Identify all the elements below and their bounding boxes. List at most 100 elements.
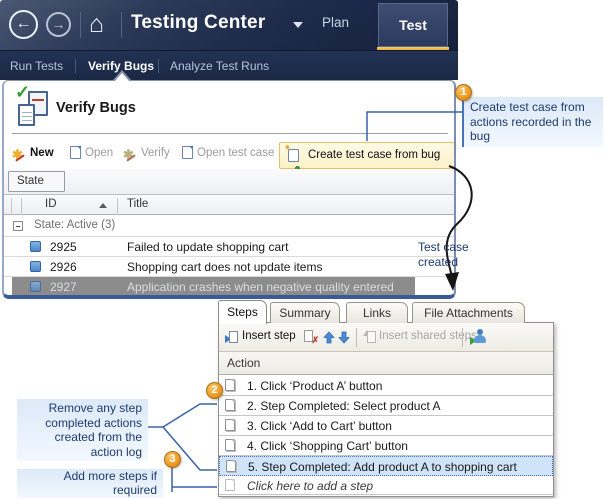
callout2-bracket-lines <box>148 403 217 471</box>
tab-test[interactable]: Test <box>378 3 448 47</box>
open-test-case-button[interactable]: Open test case <box>197 147 275 159</box>
bug-title: Shopping cart does not update items <box>127 260 323 274</box>
group-row-state-active[interactable]: State: Active (3) <box>4 216 454 236</box>
icon-part <box>225 335 231 343</box>
subnav-separator <box>158 59 159 73</box>
bug-row-2926[interactable]: 2926 Shopping cart does not update items <box>4 256 454 276</box>
icon-part <box>474 335 486 343</box>
panel-pointer-notch-fill <box>115 73 129 81</box>
tab-file-attachments[interactable]: File Attachments <box>412 302 525 323</box>
panel-title: Verify Bugs <box>56 100 136 116</box>
step-icon <box>225 379 235 391</box>
step-icon <box>225 439 235 451</box>
bug-work-item-icon <box>30 241 41 252</box>
group-by-strip <box>4 169 454 194</box>
open-button[interactable]: Open <box>85 147 114 159</box>
add-step-text: Click here to add a step <box>247 479 374 493</box>
tab-plan[interactable]: Plan <box>322 15 350 30</box>
sort-ascending-icon[interactable] <box>99 203 107 208</box>
collapse-minus-icon[interactable] <box>13 221 23 231</box>
top-navbar: ← → ⌂ Testing Center Plan Test <box>0 0 458 51</box>
step-row-2[interactable]: 2. Step Completed: Select product A <box>219 396 553 416</box>
subnav-item-analyze-test-runs[interactable]: Analyze Test Runs <box>170 59 270 73</box>
step-action-text: 5. Step Completed: Add product A to shop… <box>248 460 517 474</box>
navbar-separator <box>80 12 81 38</box>
bug-id: 2927 <box>50 280 77 294</box>
state-filter-chip[interactable]: State <box>8 171 65 192</box>
back-button-icon[interactable]: ← <box>9 10 38 39</box>
action-column-label: Action <box>227 356 261 370</box>
steps-toolbar: Insert step ✗ Insert shared steps <box>219 323 553 352</box>
bug-title: Failed to update shopping cart <box>127 240 289 254</box>
icon-part <box>77 146 81 154</box>
tab-summary[interactable]: Summary <box>270 302 340 323</box>
toolbar-separator <box>356 328 357 347</box>
verify-bugs-icon: ✓ <box>15 82 52 129</box>
tab-steps[interactable]: Steps <box>218 300 267 324</box>
grid-header-row: ID Title <box>4 194 454 215</box>
step-row-5-selected[interactable]: 5. Step Completed: Add product A to shop… <box>219 456 553 476</box>
verify-icon: ✱ <box>123 147 134 162</box>
selection-highlight <box>12 277 415 295</box>
home-icon[interactable]: ⌂ <box>89 10 105 38</box>
green-arrow-icon <box>470 337 476 345</box>
bug-work-item-icon <box>30 281 41 292</box>
forward-button-icon[interactable]: → <box>46 12 71 37</box>
bug-row-2925[interactable]: 2925 Failed to update shopping cart <box>4 236 454 256</box>
subnav-item-run-tests[interactable]: Run Tests <box>10 59 64 73</box>
column-header-title[interactable]: Title <box>127 198 149 210</box>
subnav-item-verify-bugs[interactable]: Verify Bugs <box>88 59 155 73</box>
callout-1-text: Create test case from actions recorded i… <box>462 97 603 147</box>
move-step-down-button[interactable] <box>338 331 350 344</box>
column-header-id[interactable]: ID <box>45 198 57 210</box>
create-test-case-label: Create test case from bug <box>308 149 441 161</box>
divider <box>12 133 448 134</box>
action-column-header[interactable]: Action <box>219 352 553 375</box>
insert-step-button[interactable]: Insert step <box>242 330 296 342</box>
test-case-created-label: Test case created <box>418 240 469 269</box>
center-title: Testing Center <box>131 12 266 33</box>
new-button[interactable]: New <box>30 147 54 159</box>
subnav-separator <box>75 59 76 73</box>
step-row-4[interactable]: 4. Click ‘Shopping Cart’ button <box>219 436 553 456</box>
step-row-1[interactable]: 1. Click ‘Product A’ button <box>219 376 553 396</box>
update-parameters-person-icon[interactable] <box>470 329 486 345</box>
create-test-case-from-bug-button[interactable]: ✷ Create test case from bug <box>279 142 454 171</box>
toolbar-separator <box>462 328 463 347</box>
bug-id: 2925 <box>50 240 77 254</box>
bug-row-2927-selected[interactable]: 2927 Application crashes when negative q… <box>4 276 454 295</box>
add-step-row[interactable]: Click here to add a step <box>219 476 553 495</box>
icon-part <box>304 330 313 342</box>
checkmark-icon: ✓ <box>15 82 31 102</box>
bug-work-item-icon <box>30 261 41 272</box>
tab-links[interactable]: Links <box>346 302 408 323</box>
bug-id: 2926 <box>50 260 77 274</box>
navbar-separator <box>121 12 122 38</box>
add-step-icon <box>225 479 235 491</box>
insert-step-icon <box>225 331 238 344</box>
new-work-item-icon: ✱ <box>12 147 23 162</box>
red-x-icon: ✗ <box>311 335 319 345</box>
annotation-badge-1: 1 <box>455 84 472 101</box>
step-row-3[interactable]: 3. Click ‘Add to Cart’ button <box>219 416 553 436</box>
step-action-text: 2. Step Completed: Select product A <box>247 399 441 413</box>
column-separator <box>11 198 12 213</box>
sparkle-icon: ✷ <box>284 143 291 152</box>
column-separator <box>117 198 118 213</box>
step-icon <box>225 399 235 411</box>
center-switcher-chevron-down-icon[interactable] <box>293 22 303 28</box>
annotation-badge-3: 3 <box>164 451 181 468</box>
icon-part <box>367 331 376 343</box>
move-step-up-button[interactable] <box>323 331 335 344</box>
delete-step-button[interactable]: ✗ <box>304 330 319 345</box>
verify-bugs-panel: ✓ Verify Bugs ✱ New Open ✱ Verify Open t… <box>2 80 456 299</box>
testing-center-window: ← → ⌂ Testing Center Plan Test Run Tests… <box>0 0 458 300</box>
step-action-text: 3. Click ‘Add to Cart’ button <box>247 419 392 433</box>
icon-part <box>32 99 44 101</box>
insert-shared-steps-button[interactable]: Insert shared steps <box>379 330 477 342</box>
open-icon <box>70 146 81 159</box>
verify-button[interactable]: Verify <box>141 147 170 159</box>
step-icon <box>226 460 236 472</box>
icon-part <box>189 146 193 154</box>
